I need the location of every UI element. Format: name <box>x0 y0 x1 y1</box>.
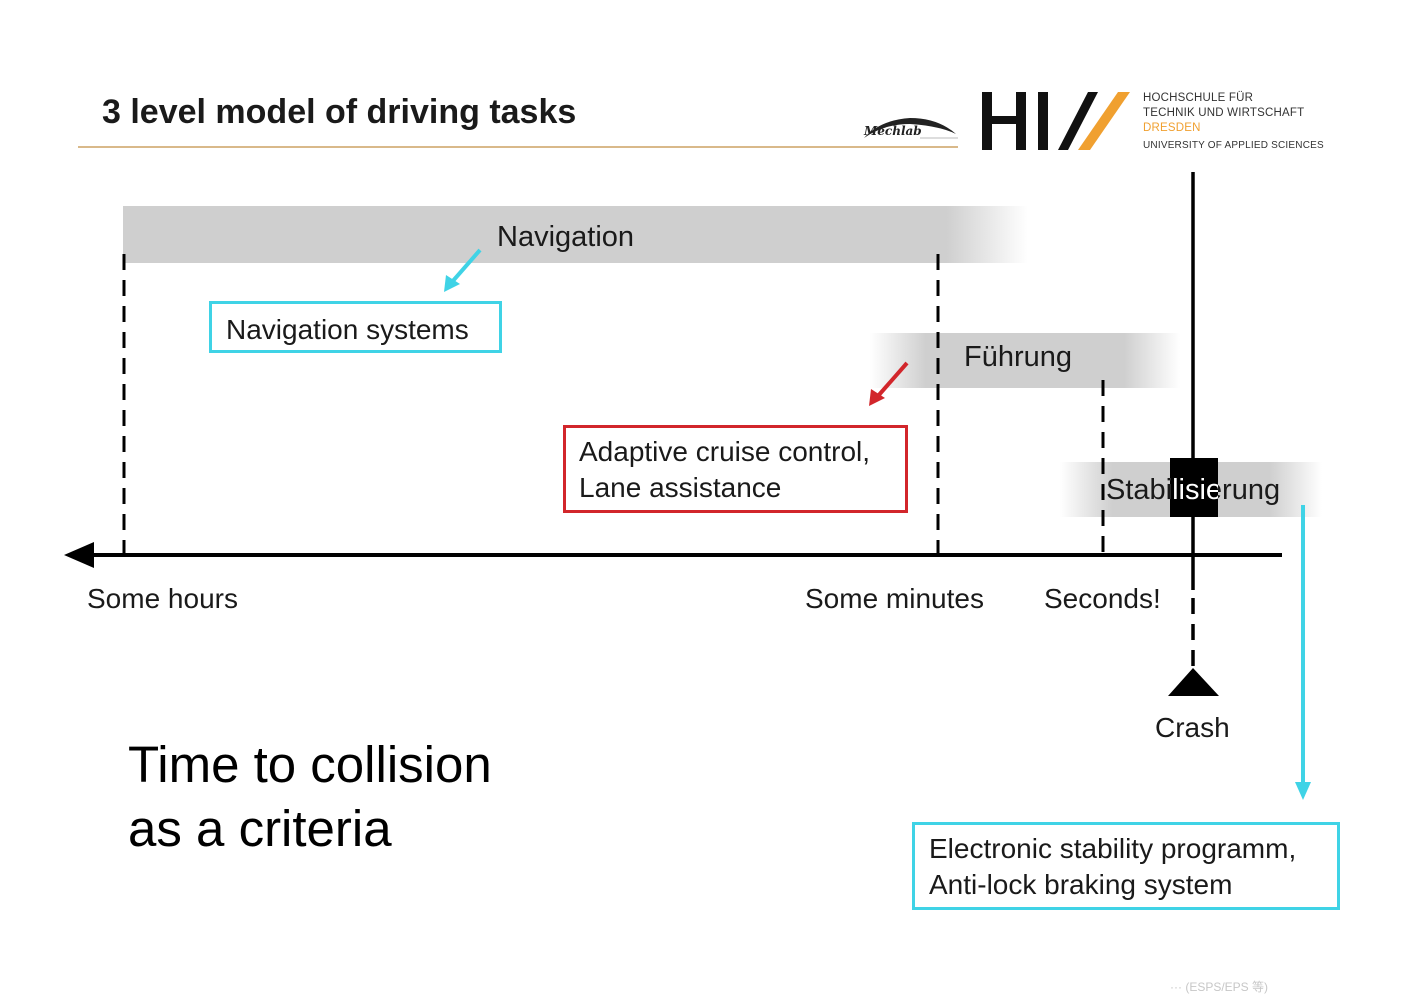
htw-name-line-2: TECHNIK UND WIRTSCHAFT <box>1143 107 1305 119</box>
mechlab-logo-text: Mechlab <box>864 124 922 138</box>
navigation-band <box>123 206 1028 263</box>
criteria-line-1: Time to collision <box>128 736 492 793</box>
esp-box: Electronic stability programm, Anti-lock… <box>912 822 1340 910</box>
fuhrung-arrow-head <box>869 389 885 406</box>
navigation-arrow-head <box>444 275 460 292</box>
fuhrung-arrow-shaft <box>876 361 909 398</box>
navigation-label: Navigation <box>497 221 635 253</box>
esp-line-2: Anti-lock braking system <box>929 869 1233 900</box>
time-axis-arrowhead <box>64 542 94 568</box>
slide-title: 3 level model of driving tasks <box>102 93 577 131</box>
some-hours-label: Some hours <box>87 583 238 614</box>
stabilisierung-label-highlight: Stabilisierung <box>1106 474 1281 506</box>
criteria-text: Time to collision as a criteria <box>128 733 492 861</box>
stabilisierung-arrow-head <box>1295 782 1311 800</box>
htw-name-line-3: DRESDEN <box>1143 122 1201 134</box>
seconds-label: Seconds! <box>1044 583 1161 614</box>
fuhrung-band <box>870 333 1180 388</box>
title-rule <box>78 146 958 148</box>
criteria-line-2: as a criteria <box>128 800 392 857</box>
crash-triangle-icon <box>1168 668 1219 696</box>
htw-logo-icon <box>982 92 1130 150</box>
acc-line-1: Adaptive cruise control, <box>579 436 871 467</box>
navigation-systems-box: Navigation systems <box>209 301 502 353</box>
navigation-arrow-shaft <box>450 248 482 284</box>
acc-line-2: Lane assistance <box>579 472 782 503</box>
mechlab-car-icon <box>864 118 958 139</box>
acc-box: Adaptive cruise control, Lane assistance <box>563 425 908 513</box>
htw-name-line-4: UNIVERSITY OF APPLIED SCIENCES <box>1143 140 1324 151</box>
esp-line-1: Electronic stability programm, <box>929 833 1297 864</box>
some-minutes-label: Some minutes <box>805 583 984 614</box>
navigation-systems-text: Navigation systems <box>226 314 469 345</box>
fuhrung-label: Führung <box>964 341 1073 373</box>
watermark: ··· (ESPS/EPS 等) <box>1170 980 1269 994</box>
htw-name-line-1: HOCHSCHULE FÜR <box>1143 92 1254 104</box>
crash-label: Crash <box>1155 712 1230 743</box>
